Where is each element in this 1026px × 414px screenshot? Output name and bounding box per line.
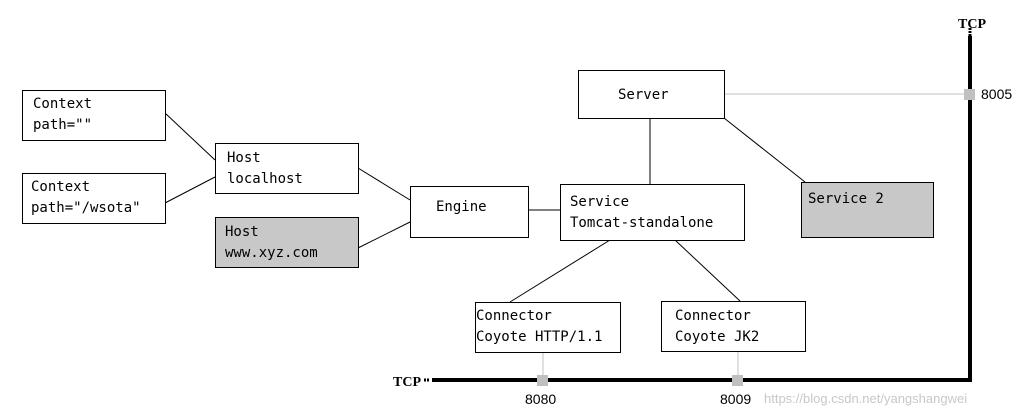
edge-server-service2 — [723, 117, 806, 183]
node-connector-http: Connector Coyote HTTP/1.1 — [475, 302, 621, 353]
svg-text:Server: Server — [618, 87, 669, 103]
node-host-xyz: Host www.xyz.com — [215, 217, 359, 268]
edge-context-root-host — [164, 112, 216, 161]
port-8005-marker — [964, 89, 975, 100]
svg-text:localhost: localhost — [227, 171, 303, 187]
node-context-root: Context path="" — [22, 90, 166, 141]
svg-text:Tomcat-standalone: Tomcat-standalone — [570, 215, 713, 231]
port-8080-label: 8080 — [525, 391, 556, 407]
port-8009-marker — [732, 375, 743, 386]
svg-text:Coyote HTTP/1.1: Coyote HTTP/1.1 — [476, 329, 602, 345]
watermark: https://blog.csdn.net/yangshangwei — [764, 391, 967, 406]
tcp-label-bottom: TCP — [393, 375, 421, 390]
svg-text:Coyote JK2: Coyote JK2 — [675, 329, 759, 345]
node-context-wsota: Context path="/wsota" — [22, 173, 166, 224]
node-connector-jk2: Connector Coyote JK2 — [661, 301, 806, 352]
node-host-localhost: Host localhost — [215, 143, 359, 194]
edges — [164, 112, 806, 303]
edge-service-connector-jk2 — [674, 239, 741, 302]
svg-text:Service 2: Service 2 — [808, 191, 884, 207]
tcp-bus — [432, 36, 972, 382]
edge-context-wsota-host — [164, 176, 216, 204]
tcp-label-top: TCP — [958, 17, 986, 32]
svg-text:Engine: Engine — [436, 199, 487, 215]
svg-text:Host: Host — [225, 224, 259, 240]
node-service: Service Tomcat-standalone — [560, 184, 745, 241]
node-engine: Engine — [410, 186, 529, 238]
node-service2: Service 2 — [801, 182, 934, 238]
svg-text:Service: Service — [570, 194, 629, 210]
node-server: Server — [578, 70, 725, 119]
svg-text:Connector: Connector — [675, 308, 751, 324]
svg-text:www.xyz.com: www.xyz.com — [225, 245, 318, 261]
svg-text:path="": path="" — [33, 117, 92, 133]
edge-host-localhost-engine — [357, 167, 411, 201]
edge-service-connector-http — [509, 239, 611, 303]
port-8009-label: 8009 — [720, 391, 751, 407]
svg-text:Connector: Connector — [476, 308, 552, 324]
svg-text:Host: Host — [227, 150, 261, 166]
port-8080-marker — [537, 375, 548, 386]
svg-text:Context: Context — [33, 96, 92, 112]
port-8005-label: 8005 — [981, 86, 1012, 102]
svg-text:path="/wsota": path="/wsota" — [31, 200, 141, 216]
svg-text:Context: Context — [31, 179, 90, 195]
edge-host-xyz-engine — [357, 221, 411, 249]
